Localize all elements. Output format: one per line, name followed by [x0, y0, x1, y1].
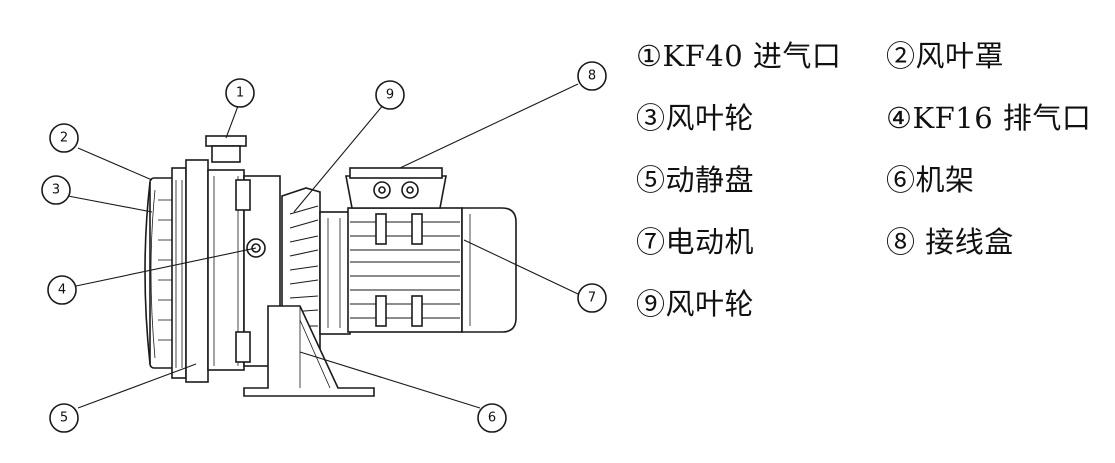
callout-4: 4	[58, 283, 66, 298]
legend-item-4: ④KF16 排气口	[886, 101, 1092, 135]
callout-9: 9	[386, 88, 394, 103]
callout-5: 5	[60, 411, 68, 426]
legend-item-3: ③风叶轮	[636, 101, 755, 135]
legend-item-8: ⑧ 接线盒	[886, 225, 1014, 259]
callout-3: 3	[52, 183, 60, 198]
callout-8: 8	[588, 69, 596, 84]
legend-item-1: ①KF40 进气口	[636, 39, 842, 73]
legend-item-9: ⑨风叶轮	[636, 287, 755, 321]
legend-item-6: ⑥机架	[886, 163, 975, 197]
callout-6: 6	[488, 411, 496, 426]
pump-drawing: 1 2 3 4 5 6 7 8 9	[41, 61, 607, 433]
callout-7: 7	[588, 291, 596, 306]
callout-2: 2	[60, 131, 68, 146]
legend-item-2: ②风叶罩	[886, 39, 1005, 73]
legend-item-5: ⑤动静盘	[636, 163, 755, 197]
parts-legend: ①KF40 进气口 ②风叶罩 ③风叶轮 ④KF16 排气口 ⑤动静盘 ⑥机架 ⑦…	[636, 38, 1106, 338]
callout-1: 1	[236, 86, 244, 101]
legend-item-7: ⑦电动机	[636, 225, 755, 259]
